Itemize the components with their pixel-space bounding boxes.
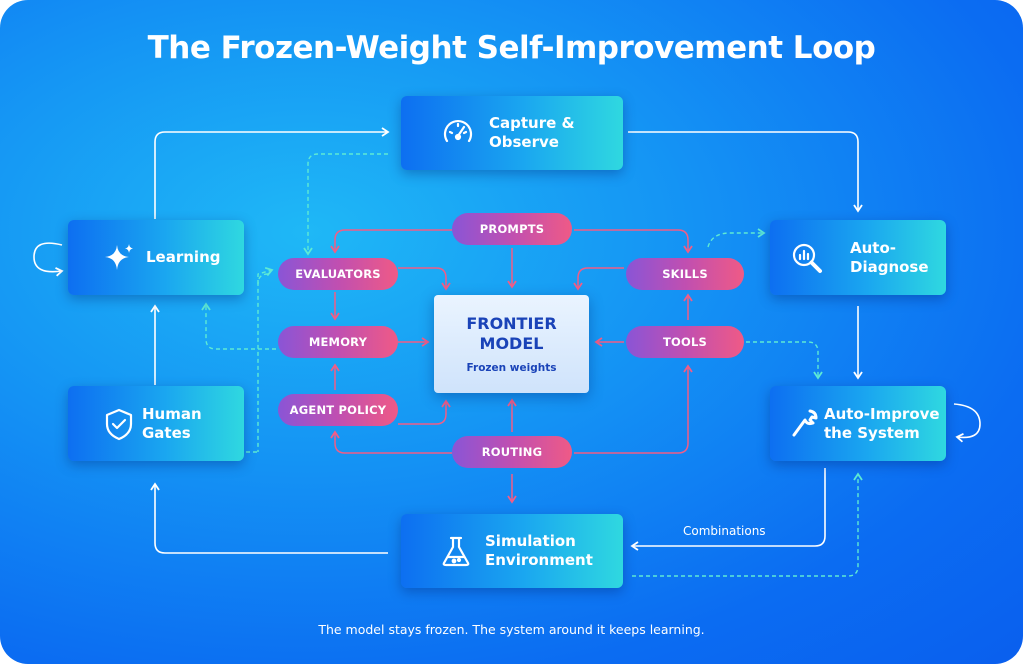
- pill-memory: MEMORY: [278, 326, 398, 358]
- edge-simulation-to-improve: [632, 472, 863, 577]
- learning-box: Learning: [68, 220, 244, 295]
- improve-self-loop: [953, 403, 981, 443]
- edge-capture-to-evaluators: [303, 153, 388, 256]
- pill-skills: SKILLS: [626, 258, 744, 290]
- edge-evaluators-to-model: [398, 267, 451, 291]
- edge-improve-to-simulation: [630, 468, 826, 551]
- pill-routing: ROUTING: [452, 436, 572, 468]
- shield-check-icon: [102, 407, 136, 441]
- capture-observe-label: Capture &Observe: [489, 114, 575, 151]
- edge-learning-to-capture: [154, 127, 390, 219]
- wrench-icon: [786, 407, 820, 441]
- pill-agent-policy: AGENT POLICY: [278, 394, 398, 426]
- learning-self-loop: [33, 242, 64, 277]
- learning-label: Learning: [146, 248, 221, 266]
- flask-icon: [439, 534, 473, 568]
- edge-routing-to-tools: [574, 364, 693, 454]
- edge-policy-to-model: [398, 399, 451, 425]
- edge-skills-to-model: [573, 267, 624, 291]
- diagram-title: The Frozen-Weight Self-Improvement Loop: [147, 30, 876, 66]
- pill-tools: TOOLS: [626, 326, 744, 358]
- edge-capture-to-diagnose: [628, 131, 863, 213]
- footer-caption: The model stays frozen. The system aroun…: [318, 622, 705, 637]
- sparkle-icon: [102, 241, 136, 275]
- edge-routing-to-policy: [330, 430, 452, 454]
- pill-prompts: PROMPTS: [452, 213, 572, 245]
- edge-memory-to-learning: [201, 302, 276, 350]
- capture-observe-box: Capture &Observe: [401, 96, 623, 170]
- edge-simulation-to-gates: [150, 482, 388, 554]
- combinations-edge-label: Combinations: [683, 524, 766, 538]
- edge-evaluators-to-learning: [257, 273, 269, 452]
- edge-prompts-to-evaluators: [330, 229, 452, 254]
- pill-evaluators: EVALUATORS: [278, 258, 398, 290]
- gauge-icon: [441, 116, 475, 150]
- edge-prompts-to-skills: [574, 229, 693, 254]
- auto-diagnose-label: Auto-Diagnose: [850, 238, 929, 276]
- auto-diagnose-box: Auto-Diagnose: [770, 220, 946, 295]
- edge-skills-to-diagnose: [707, 228, 766, 248]
- edge-tools-to-improve: [746, 341, 823, 380]
- chart-magnifier-icon: [790, 241, 824, 275]
- frozen-weights-caption: Frozen weights: [466, 362, 557, 374]
- edge-gates-to-evaluators: [246, 270, 272, 453]
